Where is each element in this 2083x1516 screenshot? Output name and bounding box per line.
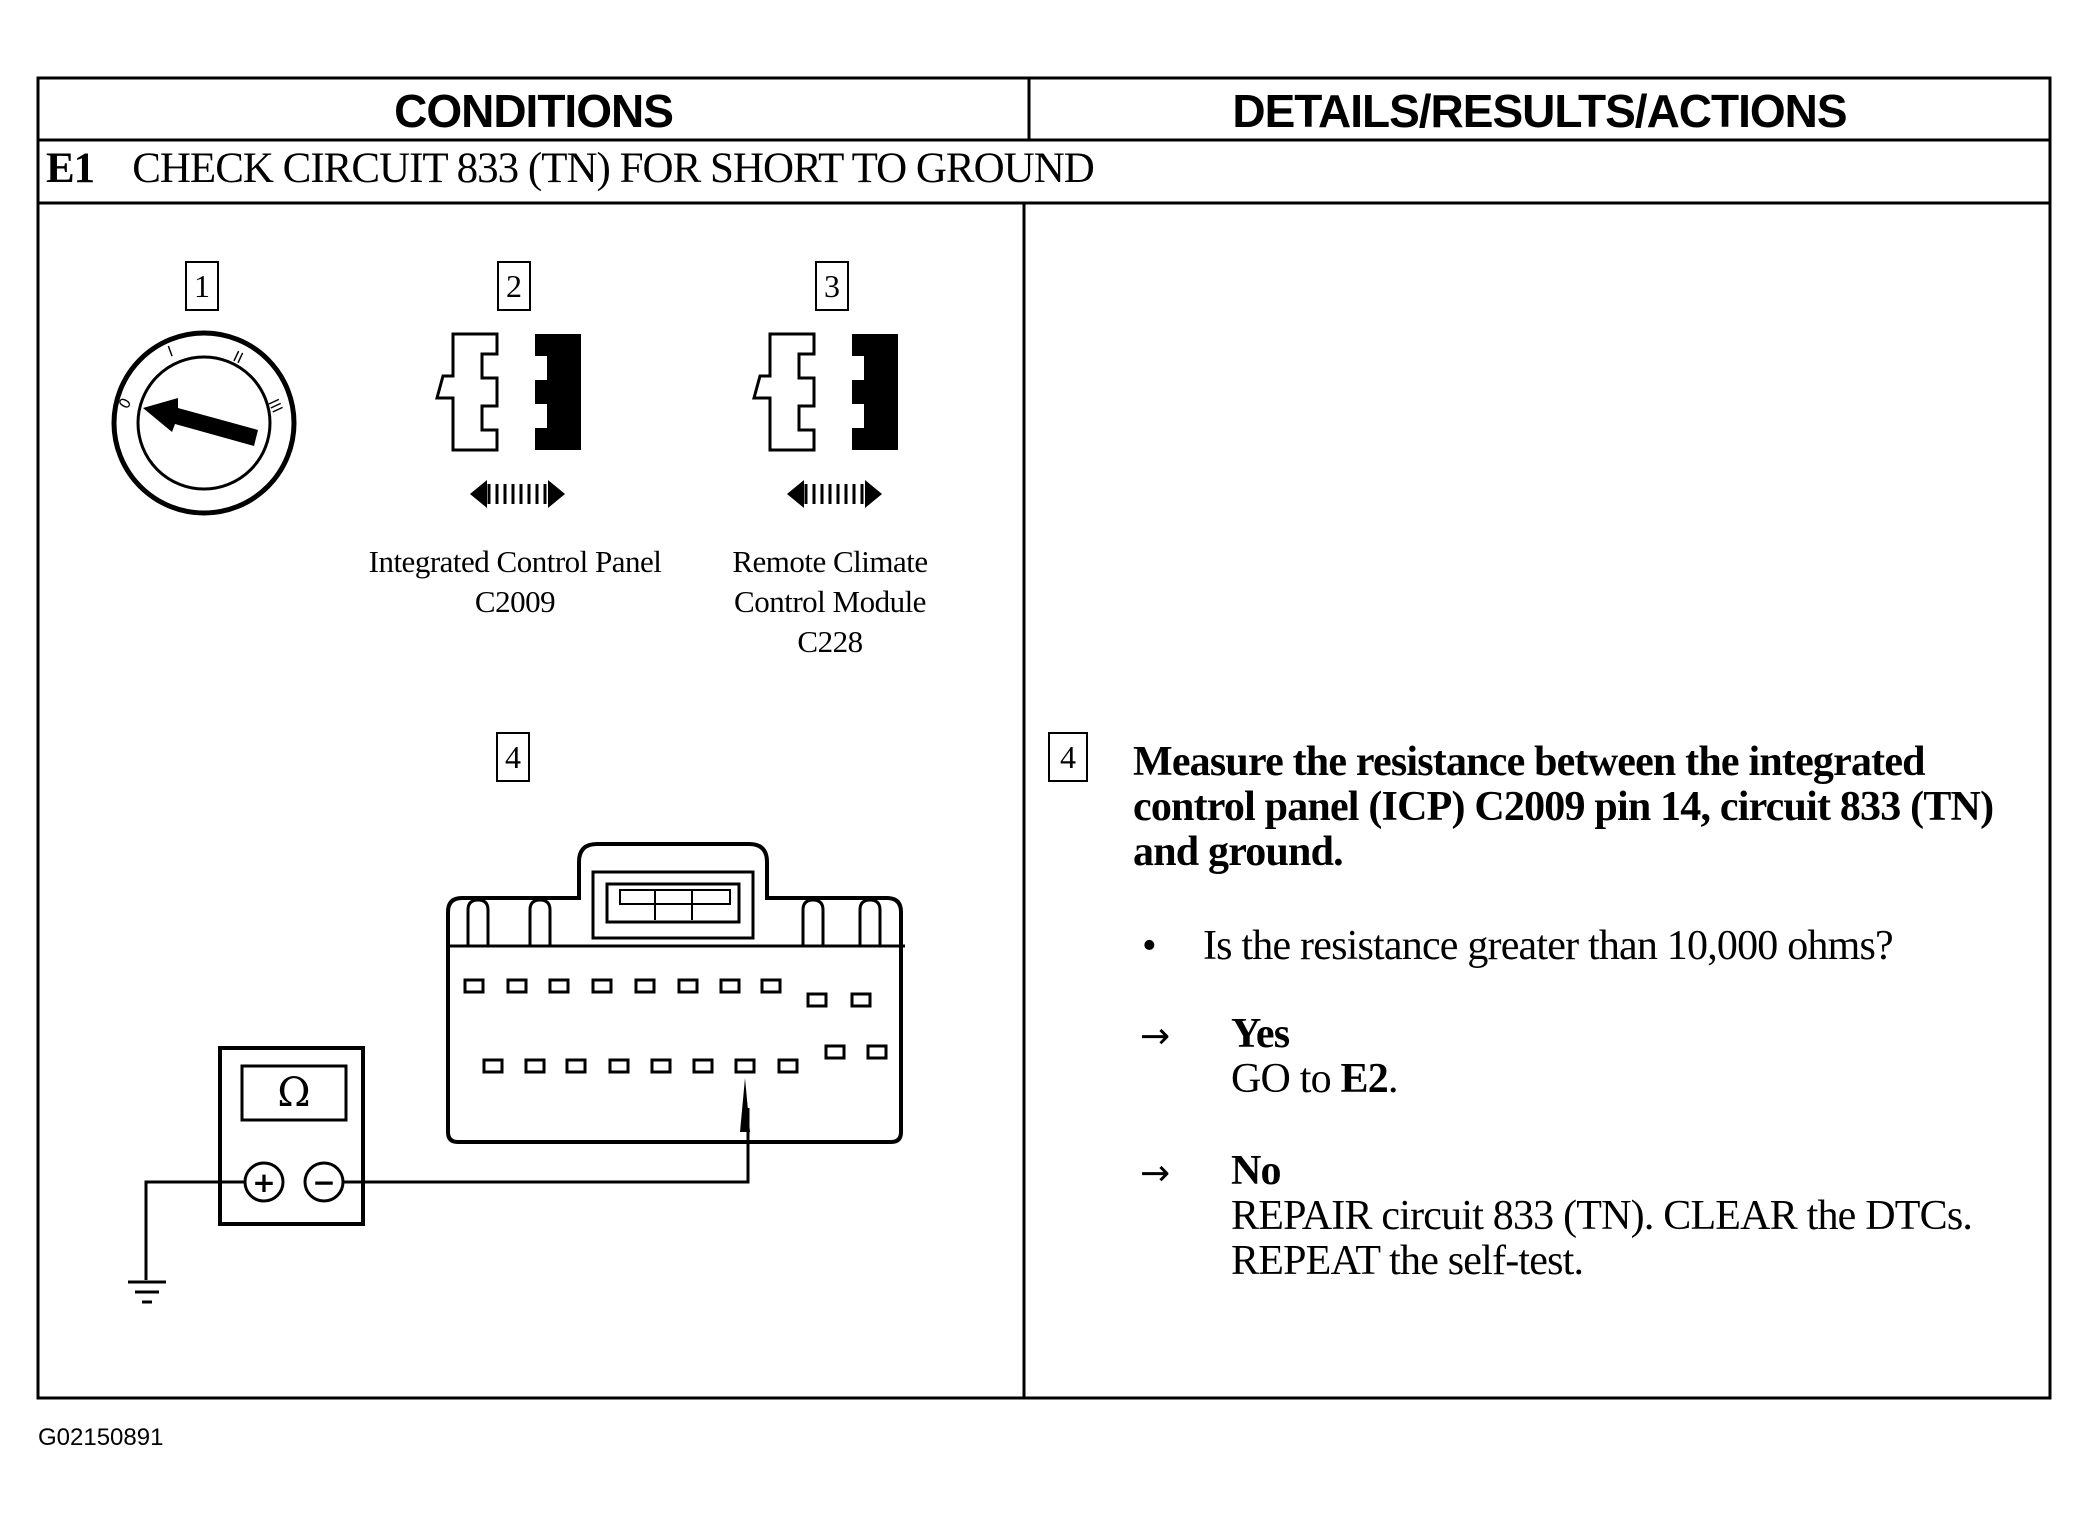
- test-leads: [144, 1108, 750, 1280]
- icp-connector-caption: Integrated Control Panel C2009: [345, 542, 685, 622]
- caption-line: Integrated Control Panel: [368, 544, 662, 579]
- yes-label: Yes: [1231, 1011, 1290, 1057]
- ohmmeter-icon: [218, 1046, 365, 1226]
- caption-line: Control Module: [734, 584, 926, 619]
- conditions-header: CONDITIONS: [394, 85, 674, 137]
- instruction-line: control panel (ICP) C2009 pin 14, circui…: [1133, 784, 1994, 830]
- caption-line: C2009: [474, 584, 556, 619]
- step-title: E1 CHECK CIRCUIT 833 (TN) FOR SHORT TO GR…: [46, 144, 1095, 193]
- details-results-actions-header: DETAILS/RESULTS/ACTIONS: [1232, 85, 1847, 137]
- disconnect-connector-icon: [752, 332, 898, 508]
- no-arrow-icon: →: [1140, 1153, 1171, 1194]
- step-id: E1: [46, 145, 95, 192]
- no-action-line: REPEAT the self-test.: [1231, 1238, 1584, 1284]
- minus-terminal: −: [312, 1165, 336, 1199]
- instruction-line: and ground.: [1133, 829, 1344, 875]
- condition-step-4-number: 4: [496, 732, 530, 782]
- no-result: No REPAIR circuit 833 (TN). CLEAR the DT…: [1231, 1149, 2051, 1284]
- rccm-connector-caption: Remote Climate Control Module C228: [700, 542, 960, 662]
- instruction-text: Measure the resistance between the integ…: [1133, 740, 2043, 875]
- yes-action-suffix: .: [1387, 1056, 1398, 1102]
- yes-action-prefix: GO to: [1231, 1056, 1341, 1102]
- question-text: Is the resistance greater than 10,000 oh…: [1203, 923, 1894, 969]
- svg-text:II: II: [230, 347, 246, 367]
- ohm-symbol: Ω: [277, 1070, 311, 1116]
- caption-line: Remote Climate: [732, 544, 928, 579]
- svg-text:0: 0: [115, 395, 135, 412]
- plus-terminal: +: [252, 1165, 276, 1199]
- ground-symbol-icon: [128, 1280, 166, 1304]
- figure-id: G02150891: [38, 1424, 164, 1451]
- bullet-marker: •: [1142, 923, 1157, 969]
- instruction-line: Measure the resistance between the integ…: [1133, 739, 1926, 785]
- condition-step-3-number: 3: [815, 261, 849, 311]
- yes-action-target: E2: [1340, 1056, 1389, 1102]
- condition-step-1-number: 1: [185, 261, 219, 311]
- step-title-text: CHECK CIRCUIT 833 (TN) FOR SHORT TO GROU…: [132, 145, 1095, 192]
- condition-step-2-number: 2: [497, 261, 531, 311]
- no-label: No: [1231, 1148, 1282, 1194]
- connector-c2009-face: [446, 842, 905, 1144]
- disconnect-connector-icon: [435, 332, 581, 508]
- yes-arrow-icon: →: [1140, 1016, 1171, 1057]
- caption-line: C228: [797, 624, 863, 659]
- svg-text:III: III: [264, 396, 286, 416]
- no-action-line: REPAIR circuit 833 (TN). CLEAR the DTCs.: [1231, 1193, 1973, 1239]
- yes-result: Yes GO to E2.: [1231, 1012, 2031, 1102]
- ignition-switch-off-icon: 0 I II III: [111, 330, 297, 516]
- yes-action: GO to E2.: [1231, 1057, 2031, 1102]
- detail-step-number: 4: [1048, 732, 1088, 782]
- svg-text:I: I: [165, 342, 175, 360]
